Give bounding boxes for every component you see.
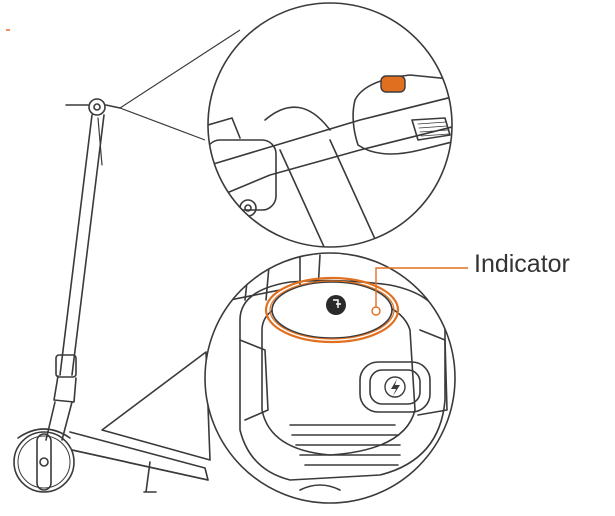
charging-bolt-icon — [384, 376, 406, 398]
front-fork — [45, 401, 73, 441]
folding-joint — [55, 354, 77, 378]
kickstand — [143, 461, 157, 493]
zoom-guide-bottom — [101, 351, 211, 461]
handlebar-zoom — [207, 2, 453, 248]
throttle-button-icon — [380, 75, 406, 93]
zoom-guide-top — [119, 29, 241, 141]
kickstand-person-icon — [326, 295, 346, 315]
throttle-paddle — [411, 117, 451, 141]
indicator-label: Indicator — [474, 250, 570, 278]
deck — [69, 431, 209, 481]
scooter-outline — [13, 98, 211, 493]
indicator-led — [371, 306, 381, 316]
front-wheel — [13, 431, 75, 493]
front-fender — [17, 428, 71, 439]
steering-stem — [59, 114, 105, 376]
indicator-highlight — [264, 276, 400, 344]
handlebar — [65, 104, 121, 109]
hub-zoom — [204, 252, 456, 504]
handlebar-clamp — [88, 98, 106, 116]
indicator-leader-line — [375, 267, 468, 307]
